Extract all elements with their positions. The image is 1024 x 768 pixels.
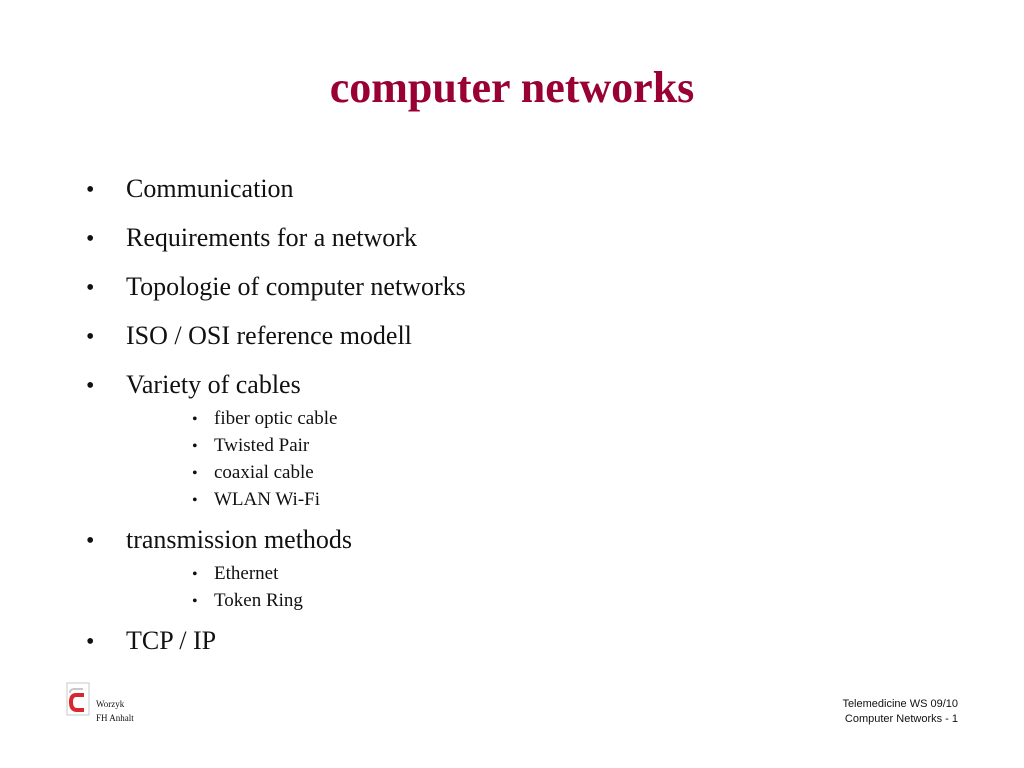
bullet-icon: • bbox=[86, 528, 95, 554]
sub-bullet-list: • fiber optic cable • Twisted Pair • coaxia… bbox=[192, 405, 466, 513]
course-name: Telemedicine WS 09/10 bbox=[842, 698, 958, 710]
footer-author: Worzyk FH Anhalt bbox=[96, 697, 134, 725]
logo-grey-stroke bbox=[69, 688, 83, 694]
bullet-icon: • bbox=[86, 373, 95, 399]
bullet-text: TCP / IP bbox=[126, 626, 217, 655]
slide-number: Computer Networks - 1 bbox=[844, 713, 958, 725]
sub-bullet-item: • coaxial cable bbox=[192, 459, 466, 486]
bullet-item: • ISO / OSI reference modell bbox=[86, 321, 466, 352]
footer-course: Telemedicine WS 09/10 Computer Networks … bbox=[842, 697, 958, 727]
bullet-text: ISO / OSI reference modell bbox=[126, 321, 412, 350]
bullet-icon: • bbox=[86, 275, 95, 301]
logo-frame bbox=[66, 682, 90, 716]
bullet-item: • TCP / IP bbox=[86, 626, 466, 657]
sub-bullet-item: • fiber optic cable bbox=[192, 405, 466, 432]
sub-bullet-item: • WLAN Wi-Fi bbox=[192, 486, 466, 513]
bullet-item: • Communication bbox=[86, 174, 466, 205]
bullet-text: Topologie of computer networks bbox=[126, 272, 466, 301]
bullet-item: • Variety of cables • fiber optic cable • T… bbox=[86, 370, 466, 513]
slide-title: computer networks bbox=[329, 63, 695, 112]
author-institution: FH Anhalt bbox=[96, 713, 134, 723]
sub-bullet-text: WLAN Wi-Fi bbox=[214, 489, 321, 510]
sub-bullet-icon: • bbox=[192, 593, 198, 610]
sub-bullet-text: coaxial cable bbox=[214, 462, 314, 483]
sub-bullet-icon: • bbox=[192, 438, 198, 455]
bullet-list: • Communication • Requirements for a netwo… bbox=[86, 174, 466, 675]
bullet-text: Variety of cables bbox=[126, 370, 301, 399]
bullet-text: transmission methods bbox=[126, 525, 353, 554]
bullet-text: Requirements for a network bbox=[126, 223, 417, 252]
sub-bullet-item: • Ethernet bbox=[192, 560, 466, 587]
sub-bullet-list: • Ethernet • Token Ring bbox=[192, 560, 466, 614]
sub-bullet-item: • Token Ring bbox=[192, 587, 466, 614]
bullet-icon: • bbox=[86, 629, 95, 655]
bullet-item: • transmission methods • Ethernet • Token R… bbox=[86, 525, 466, 614]
sub-bullet-text: Twisted Pair bbox=[214, 435, 310, 456]
bullet-item: • Topologie of computer networks bbox=[86, 272, 466, 303]
bullet-icon: • bbox=[86, 226, 95, 252]
bullet-icon: • bbox=[86, 324, 95, 350]
bullet-icon: • bbox=[86, 177, 95, 203]
fh-anhalt-logo-icon bbox=[66, 682, 90, 716]
sub-bullet-item: • Twisted Pair bbox=[192, 432, 466, 459]
sub-bullet-text: Ethernet bbox=[214, 563, 279, 584]
sub-bullet-icon: • bbox=[192, 492, 198, 509]
bullet-item: • Requirements for a network bbox=[86, 223, 466, 254]
sub-bullet-icon: • bbox=[192, 465, 198, 482]
sub-bullet-icon: • bbox=[192, 411, 198, 428]
sub-bullet-icon: • bbox=[192, 566, 198, 583]
author-name: Worzyk bbox=[96, 699, 125, 709]
sub-bullet-text: fiber optic cable bbox=[214, 408, 338, 429]
logo-red-c bbox=[68, 693, 84, 712]
sub-bullet-text: Token Ring bbox=[214, 590, 303, 611]
bullet-text: Communication bbox=[126, 174, 294, 203]
